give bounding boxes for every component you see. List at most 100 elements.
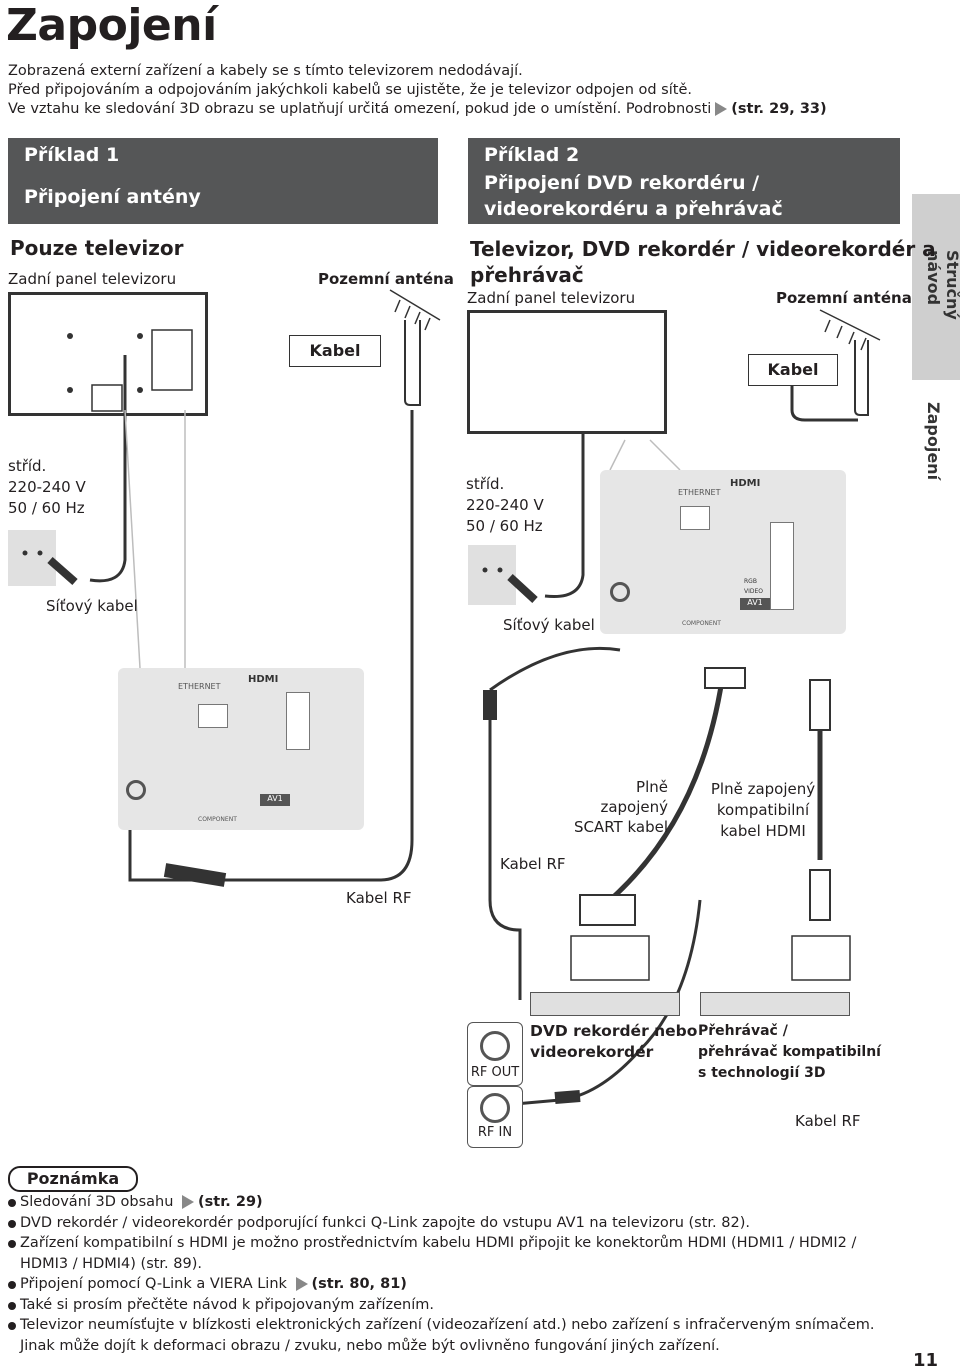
example2-section-title-line2: přehrávač xyxy=(470,263,584,287)
player-line1: Přehrávač / xyxy=(698,1023,788,1039)
dvd-recorder-device xyxy=(530,992,680,1016)
note-item: Připojení pomocí Q-Link a VIERA Link (st… xyxy=(8,1274,898,1295)
example1-title: Příklad 1 xyxy=(24,144,120,166)
example1-power-line3: 50 / 60 Hz xyxy=(8,499,85,517)
note-text: Připojení pomocí Q-Link a VIERA Link xyxy=(20,1276,287,1292)
hdmi-label: HDMI xyxy=(248,674,279,685)
hdmi-cable-line3: kabel HDMI xyxy=(720,822,806,840)
rf-in-label: RF IN xyxy=(477,1125,513,1140)
example1-cable-label: Kabel xyxy=(289,335,381,367)
scart-cable-line2: SCART kabel xyxy=(573,818,668,836)
note-item: Sledování 3D obsahu (str. 29) xyxy=(8,1192,898,1213)
scart-cable-line1: Plně zapojený xyxy=(600,778,668,816)
example2-connection-panel: ETHERNET HDMI RGB VIDEO AV1 COMPONENT xyxy=(600,470,846,634)
hdmi-label-2: HDMI xyxy=(730,478,761,489)
player-device xyxy=(700,992,850,1016)
note-item: Také si prosím přečtěte návod k připojov… xyxy=(8,1295,898,1316)
rgb-label: RGB xyxy=(744,578,757,585)
example2-power-spec: stříd. 220-240 V 50 / 60 Hz xyxy=(466,474,544,537)
example1-power-line1: stříd. xyxy=(8,457,47,475)
example1-rear-panel-label: Zadní panel televizoru xyxy=(8,270,177,288)
video-label: VIDEO xyxy=(744,588,764,595)
note-page-ref[interactable]: (str. 80, 81) xyxy=(311,1276,407,1292)
example1-subtitle: Připojení antény xyxy=(24,186,201,208)
notes-label: Poznámka xyxy=(8,1166,138,1192)
example2-title: Příklad 2 xyxy=(484,144,580,166)
scart-port[interactable] xyxy=(770,522,794,610)
rf-out-label: RF OUT xyxy=(470,1065,520,1080)
dvd-recorder-line1: DVD rekordér nebo xyxy=(530,1022,698,1040)
sidebar-tab-connection-label: Zapojení xyxy=(924,402,943,481)
sidebar-tab-connection[interactable]: Zapojení xyxy=(912,380,960,490)
page-title: Zapojení xyxy=(6,0,217,51)
example1-header: Příklad 1 Připojení antény xyxy=(8,138,438,224)
example2-rf-cable-label: Kabel RF xyxy=(500,855,566,873)
rf-out-connector xyxy=(480,1031,510,1061)
dvd-recorder-label: DVD rekordér nebo videorekordér xyxy=(530,1021,697,1063)
player-line3: s technologií 3D xyxy=(698,1065,826,1081)
intro-page-ref[interactable]: (str. 29, 33) xyxy=(731,101,827,117)
hdmi-port[interactable] xyxy=(286,692,310,750)
note-text: DVD rekordér / videorekordér podporující… xyxy=(20,1214,750,1231)
ethernet-label-2: ETHERNET xyxy=(678,488,721,497)
example1-connection-panel: ETHERNET HDMI AV1 COMPONENT xyxy=(118,668,364,830)
example2-header: Příklad 2 Připojení DVD rekordéru / vide… xyxy=(468,138,900,224)
component-label: COMPONENT xyxy=(198,816,237,823)
rf-out-port[interactable]: RF OUT xyxy=(467,1022,523,1086)
arrow-right-icon xyxy=(715,102,728,116)
example2-power-line1: stříd. xyxy=(466,475,505,493)
player-label: Přehrávač / přehrávač kompatibilní s tec… xyxy=(698,1021,881,1084)
example1-power-line2: 220-240 V xyxy=(8,478,86,496)
example2-antenna-port[interactable] xyxy=(610,582,630,602)
example1-tv-rear xyxy=(8,292,208,416)
example1-antenna-port[interactable] xyxy=(126,780,146,800)
example1-mains-cable-label: Síťový kabel xyxy=(46,597,138,615)
rf-in-connector xyxy=(480,1093,510,1123)
example2-power-line2: 220-240 V xyxy=(466,496,544,514)
sidebar-tab-quick-guide-label: Stručný návod xyxy=(924,250,960,320)
arrow-right-icon xyxy=(182,1195,195,1209)
bottom-rf-cable-label: Kabel RF xyxy=(795,1112,861,1130)
av1-label: AV1 xyxy=(260,794,290,806)
example2-cable-label: Kabel xyxy=(748,354,838,386)
note-text: Také si prosím přečtěte návod k připojov… xyxy=(20,1296,435,1313)
example2-subtitle-line1: Připojení DVD rekordéru / xyxy=(484,172,760,194)
hdmi-cable-line2: kompatibilní xyxy=(716,801,810,819)
example2-antenna-label: Pozemní anténa xyxy=(776,289,912,307)
ethernet-port-2[interactable] xyxy=(680,506,710,530)
example2-mains-cable-label: Síťový kabel xyxy=(503,616,595,634)
note-text: Zařízení kompatibilní s HDMI je možno pr… xyxy=(20,1235,857,1272)
hdmi-cable-line1: Plně zapojený xyxy=(710,780,816,798)
note-item: Zařízení kompatibilní s HDMI je možno pr… xyxy=(8,1233,898,1274)
example2-rear-panel-label: Zadní panel televizoru xyxy=(467,289,636,307)
sidebar-tab-quick-guide[interactable]: Stručný návod xyxy=(912,194,960,380)
notes-list: Sledování 3D obsahu (str. 29) DVD rekord… xyxy=(8,1192,898,1356)
component-label-2: COMPONENT xyxy=(682,620,721,627)
intro-line-2: Před připojováním a odpojováním jakýchko… xyxy=(8,82,692,98)
example2-subtitle-line2: videorekordéru a přehrávač xyxy=(484,198,783,220)
rf-in-port[interactable]: RF IN xyxy=(467,1086,523,1148)
ethernet-port[interactable] xyxy=(198,704,228,728)
player-line2: přehrávač kompatibilní xyxy=(698,1044,881,1060)
example2-tv-rear xyxy=(467,310,667,434)
av1-label-2: AV1 xyxy=(740,598,770,610)
scart-cable-label: Plně zapojený SCART kabel xyxy=(570,777,668,837)
dvd-recorder-line2: videorekordér xyxy=(530,1043,654,1061)
example2-power-line3: 50 / 60 Hz xyxy=(466,517,543,535)
note-text: Televizor neumísťujte v blízkosti elektr… xyxy=(20,1317,875,1354)
hdmi-cable-label: Plně zapojený kompatibilní kabel HDMI xyxy=(700,779,826,842)
arrow-right-icon xyxy=(295,1277,308,1291)
ethernet-label: ETHERNET xyxy=(178,682,221,691)
example1-rf-cable-label: Kabel RF xyxy=(346,889,412,907)
note-item: Televizor neumísťujte v blízkosti elektr… xyxy=(8,1315,898,1356)
intro-line-3: Ve vztahu ke sledování 3D obrazu se upla… xyxy=(8,100,827,119)
note-item: DVD rekordér / videorekordér podporující… xyxy=(8,1213,898,1234)
note-page-ref[interactable]: (str. 29) xyxy=(198,1194,263,1210)
example1-section-title: Pouze televizor xyxy=(10,236,184,260)
note-text: Sledování 3D obsahu xyxy=(20,1194,174,1210)
example1-power-spec: stříd. 220-240 V 50 / 60 Hz xyxy=(8,456,86,519)
example2-section-title-line1: Televizor, DVD rekordér / videorekordér … xyxy=(470,237,936,261)
intro-line-1: Zobrazená externí zařízení a kabely se s… xyxy=(8,63,523,79)
intro-line-3-text: Ve vztahu ke sledování 3D obrazu se upla… xyxy=(8,101,712,117)
